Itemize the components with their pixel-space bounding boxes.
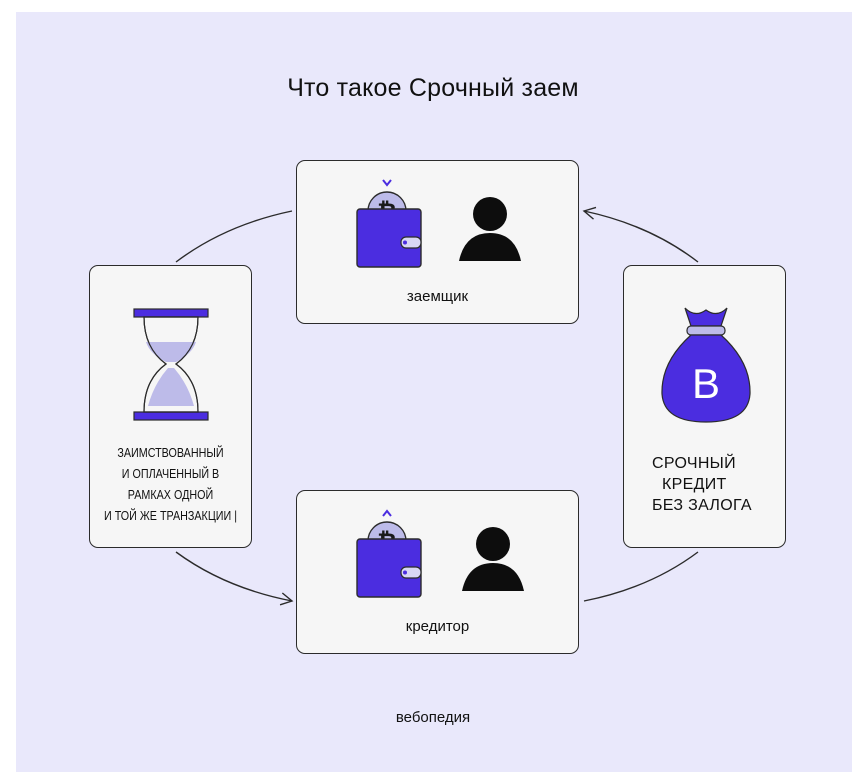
no-collateral-card: B СРОЧНЫЙ КРЕДИТ БЕЗ ЗАЛОГА (623, 265, 786, 548)
borrower-label: заемщик (406, 288, 469, 305)
svg-text:B: B (692, 360, 720, 407)
bitcoin-wallet-icon: ₿ (356, 179, 422, 268)
lender-label: кредитор (405, 618, 470, 635)
person-icon (459, 197, 521, 261)
money-bag-icon: B (661, 307, 751, 423)
no-collateral-text: СРОЧНЫЙ КРЕДИТ БЕЗ ЗАЛОГА (652, 455, 752, 514)
hourglass-icon (133, 308, 209, 421)
person-icon (462, 527, 524, 591)
arrow-left-bottom (175, 551, 294, 606)
same-transaction-text: ЗАИМСТВОВАННЫЙ И ОПЛАЧЕННЫЙ В РАМКАХ ОДН… (103, 446, 238, 523)
same-transaction-card: ЗАИМСТВОВАННЫЙ И ОПЛАЧЕННЫЙ В РАМКАХ ОДН… (89, 265, 252, 548)
borrower-card: ₿ заемщик (296, 160, 579, 324)
bitcoin-wallet-icon: ₿ (356, 509, 422, 598)
diagram-title: Что такое Срочный заем (287, 74, 579, 102)
lender-card: ₿ кредитор (296, 490, 579, 654)
arrow-top-left (175, 210, 293, 263)
arrow-right-top (582, 206, 699, 263)
footer-brand: вебопедия (395, 709, 471, 726)
arrow-bottom-right (583, 551, 699, 602)
